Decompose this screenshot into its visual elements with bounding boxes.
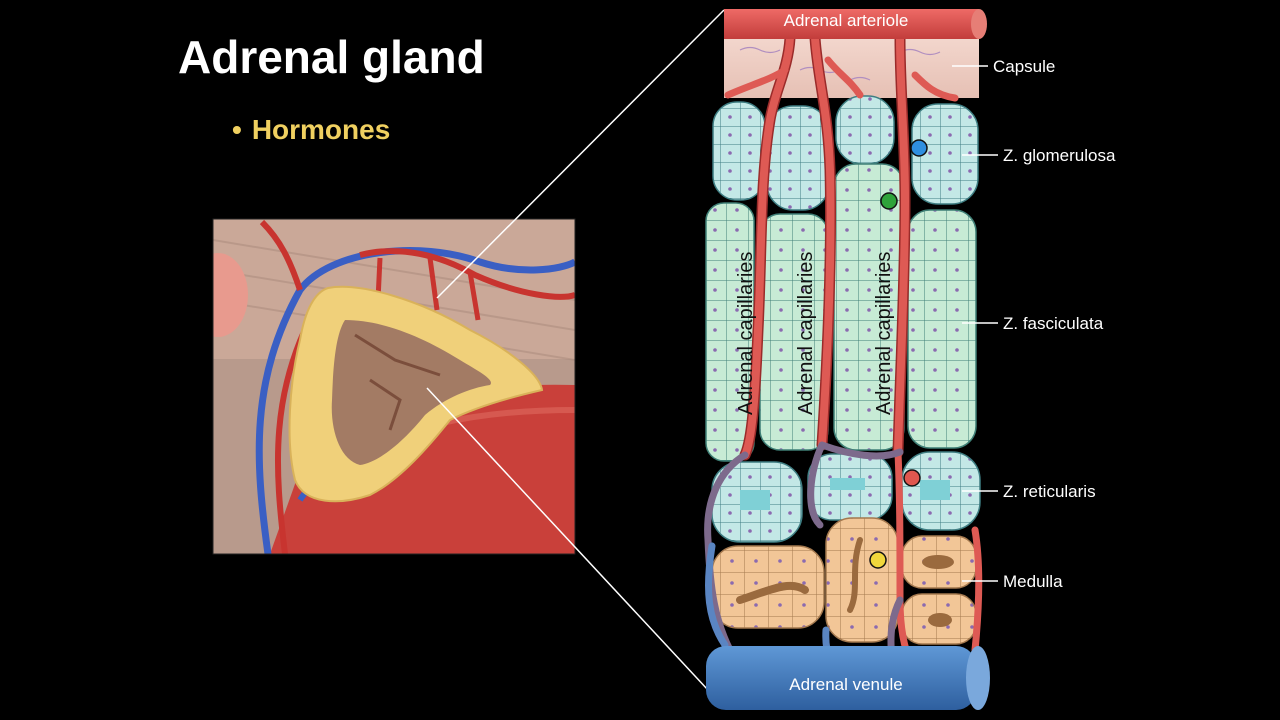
capillary-label-2: Adrenal capillaries xyxy=(795,252,817,415)
zona-glomerulosa-cells xyxy=(712,95,979,211)
venous-capillaries xyxy=(704,441,904,664)
medulla-cells xyxy=(711,517,977,645)
bullet-dot: • xyxy=(232,114,242,145)
zona-reticularis-cells xyxy=(711,451,981,543)
medulla-label: Medulla xyxy=(1003,572,1063,591)
slide-title: Adrenal gland xyxy=(178,31,485,83)
medulla-marker xyxy=(869,551,887,569)
fasciculata-marker xyxy=(880,192,898,210)
gland-inset-illustration xyxy=(213,219,575,554)
fasciculata-label: Z. fasciculata xyxy=(1003,314,1104,333)
zoom-line-top xyxy=(436,9,725,299)
adrenal-arteriole: Adrenal arteriole xyxy=(724,9,987,39)
reticularis-label: Z. reticularis xyxy=(1003,482,1096,501)
zoom-line-bottom xyxy=(426,387,709,691)
layer-labels: Capsule Z. glomerulosa Z. fasciculata Z.… xyxy=(952,57,1116,591)
glomerulosa-marker xyxy=(910,139,928,157)
capillary-label-1: Adrenal capillaries xyxy=(735,252,757,415)
adrenal-venule: Adrenal venule xyxy=(706,646,990,710)
bullet-item: • Hormones xyxy=(232,114,390,146)
capsule-label: Capsule xyxy=(993,57,1055,76)
inset-frame xyxy=(212,218,576,555)
capillary-label-3: Adrenal capillaries xyxy=(873,252,895,415)
bullet-text: Hormones xyxy=(251,114,391,145)
venule-label: Adrenal venule xyxy=(789,675,902,694)
capillary-vessels xyxy=(724,32,983,664)
arteriole-label: Adrenal arteriole xyxy=(784,11,909,30)
reticularis-marker xyxy=(903,469,921,487)
glomerulosa-label: Z. glomerulosa xyxy=(1003,146,1116,165)
